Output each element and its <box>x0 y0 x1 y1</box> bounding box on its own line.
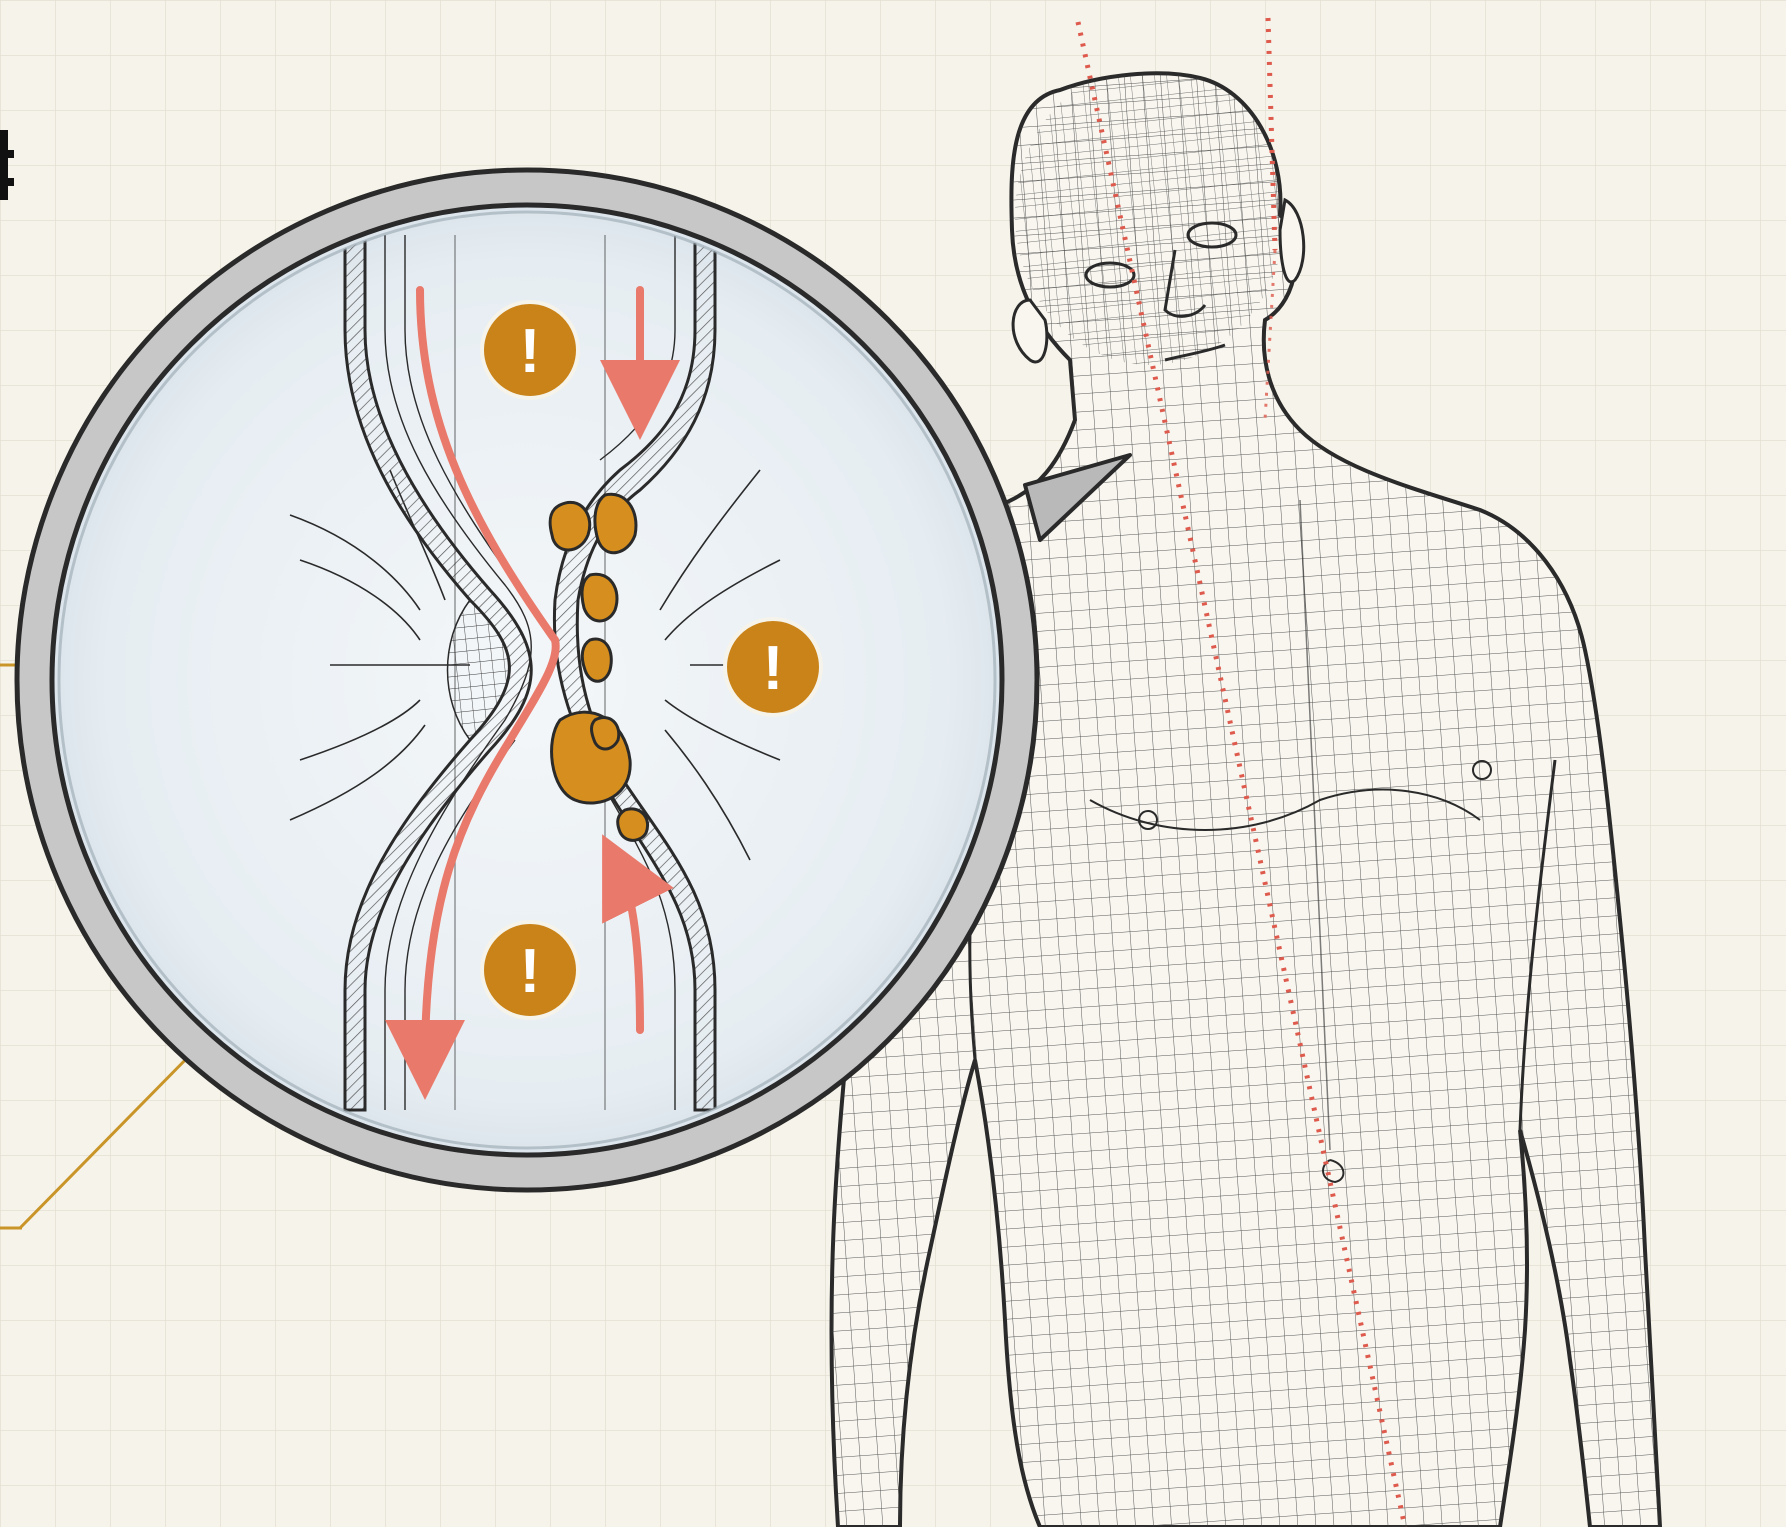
warning-badge-top: ! <box>482 302 578 398</box>
warning-badge-bottom: ! <box>482 922 578 1018</box>
exclamation-warning-icon: ! <box>520 937 541 1006</box>
exclamation-warning-icon: ! <box>520 317 541 386</box>
exclamation-warning-icon: ! <box>763 634 784 703</box>
warning-badge-right: ! <box>725 619 821 715</box>
head-mesh <box>1015 65 1285 365</box>
